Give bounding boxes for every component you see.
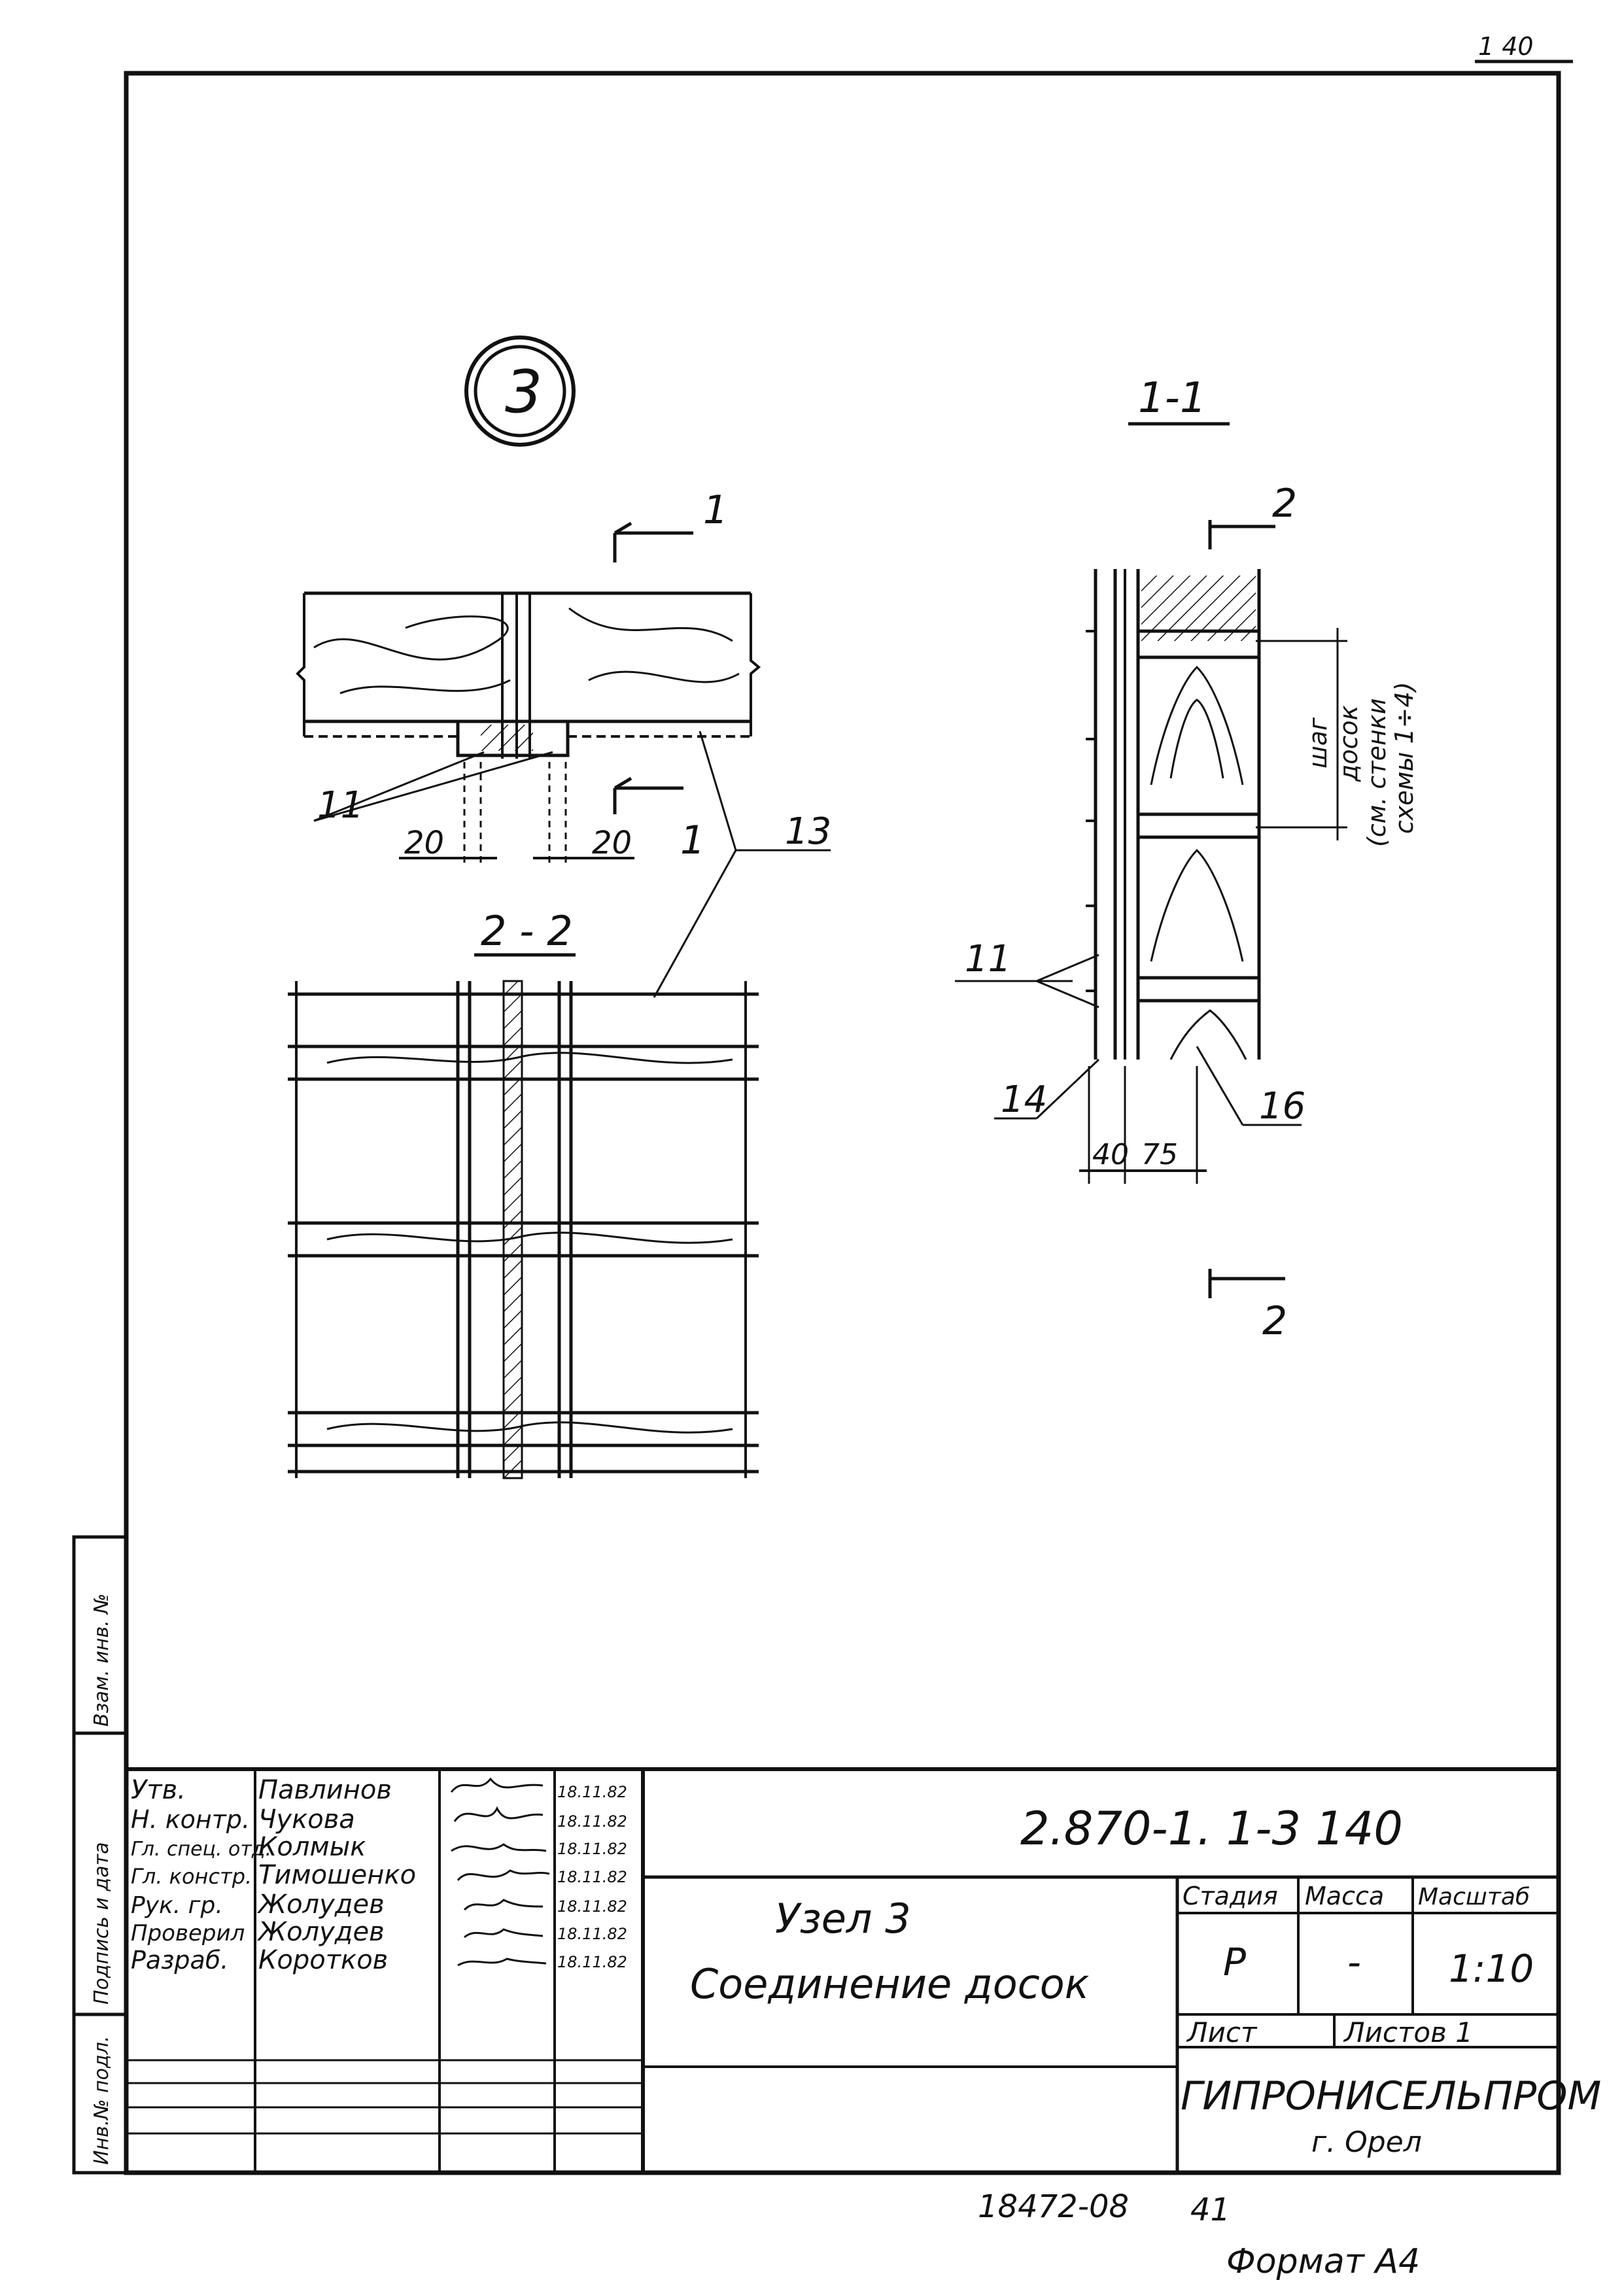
plan-dim-left: 20: [404, 825, 444, 861]
section-2-2-title: 2 - 2: [481, 907, 573, 955]
sig-name-5: Жолудев: [256, 1917, 385, 1947]
archive-number: 18472-08: [978, 2188, 1129, 2225]
sig-role-1: Н. контр.: [131, 1805, 250, 1834]
mass-value: -: [1347, 1940, 1361, 1984]
plan-cut-label-top: 1: [703, 487, 728, 533]
sheet-frame: [124, 71, 1561, 2175]
node-marker: 3: [464, 336, 576, 447]
sig-role-6: Разраб.: [131, 1946, 228, 1975]
sig-date-5: 18.11.82: [557, 1925, 627, 1943]
step-note-line3: (см. стенки: [1362, 699, 1391, 847]
sig-date-4: 18.11.82: [557, 1897, 627, 1916]
plan-dim-right: 20: [592, 825, 632, 861]
sig-name-3: Тимошенко: [258, 1860, 416, 1890]
drawing-title-line1: Узел 3: [775, 1895, 911, 1942]
corner-mark: 1 40: [1478, 32, 1534, 61]
sig-name-6: Коротков: [258, 1945, 388, 1975]
sheets-label: Листов 1: [1343, 2016, 1473, 2048]
side-stamp: Взам. инв. № Подпись и дата Инв.№ подл.: [72, 1535, 128, 2175]
drawing-title-line2: Соединение досок: [690, 1960, 1090, 2008]
plan-cut-label-bottom: 1: [680, 818, 705, 863]
sheet-label: Лист: [1186, 2016, 1258, 2048]
sig-date-6: 18.11.82: [557, 1953, 627, 1971]
sig-date-0: 18.11.82: [557, 1783, 627, 1801]
step-note: шаг досок (см. стенки схемы 1÷4): [1304, 682, 1419, 847]
sig-name-0: Павлинов: [258, 1775, 392, 1805]
section-2-2: [288, 980, 759, 1479]
organization-name: ГИПРОНИСЕЛЬПРОМ: [1181, 2073, 1601, 2119]
sig-role-2: Гл. спец. отд.: [131, 1838, 271, 1861]
side-stamp-sign-date: Подпись и дата: [90, 1842, 113, 2005]
scale-value: 1:10: [1449, 1946, 1534, 1991]
sig-role-0: Утв.: [131, 1775, 186, 1805]
plan-callout-13: 13: [785, 810, 831, 853]
organization-city: г. Орел: [1311, 2126, 1422, 2159]
mass-header: Масса: [1305, 1882, 1384, 1910]
sig-name-4: Жолудев: [256, 1889, 385, 1920]
section-1-1: [955, 520, 1347, 1298]
section-1-1-callout-16: 16: [1259, 1085, 1305, 1128]
plan-view: [296, 521, 831, 998]
step-note-line1: шаг: [1304, 717, 1332, 768]
sig-date-3: 18.11.82: [557, 1868, 627, 1886]
sig-role-3: Гл. констр.: [131, 1864, 252, 1889]
sig-date-2: 18.11.82: [557, 1840, 627, 1858]
sig-name-1: Чукова: [258, 1804, 355, 1835]
section-1-1-title: 1-1: [1138, 374, 1207, 423]
side-stamp-replace-inv: Взам. инв. №: [90, 1593, 113, 1727]
stage-value: Р: [1223, 1940, 1246, 1984]
plan-callout-11: 11: [317, 784, 364, 827]
section-1-1-dim-75: 75: [1141, 1138, 1178, 1171]
step-note-line2: досок: [1334, 705, 1363, 782]
document-code: 2.870-1. 1-3 140: [1020, 1802, 1403, 1855]
section-1-1-cut-bottom: 2: [1262, 1298, 1287, 1344]
sig-date-1: 18.11.82: [557, 1812, 627, 1831]
section-1-1-dim-40: 40: [1092, 1138, 1129, 1171]
sig-role-4: Рук. гр.: [131, 1892, 223, 1919]
signature-marks: [450, 1777, 550, 1967]
stage-header: Стадия: [1183, 1882, 1278, 1910]
sheet-format: Формат А4: [1226, 2242, 1420, 2281]
section-1-1-cut-top: 2: [1272, 481, 1297, 526]
section-1-1-callout-11: 11: [965, 938, 1011, 980]
side-stamp-inv-orig: Инв.№ подл.: [90, 2036, 113, 2165]
scale-header: Масштаб: [1418, 1884, 1530, 1910]
node-label: 3: [505, 358, 542, 426]
page-number: 41: [1190, 2192, 1230, 2228]
sig-role-5: Проверил: [131, 1920, 245, 1946]
section-1-1-callout-14: 14: [1001, 1078, 1047, 1121]
step-note-line4: схемы 1÷4): [1390, 682, 1419, 834]
title-block: [126, 1767, 1559, 2173]
sig-name-2: Колмык: [258, 1832, 366, 1862]
